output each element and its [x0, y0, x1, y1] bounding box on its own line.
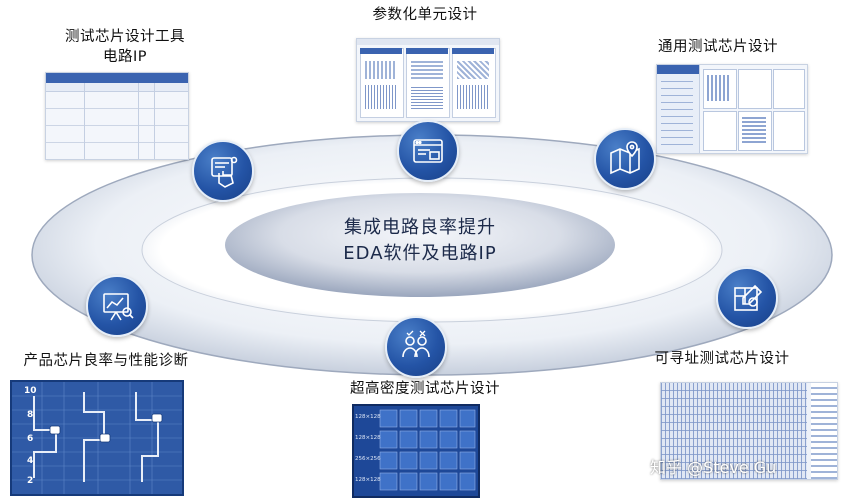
yield-diagnosis-panel: 10 8 6 4 2 — [10, 380, 184, 496]
presentation-chart-icon — [86, 275, 148, 337]
diagnosis-number-4: 2 — [27, 476, 34, 486]
grid-row-label-1: 128×128 — [355, 435, 381, 441]
map-location-icon — [594, 128, 656, 190]
blueprint-design-icon — [716, 267, 778, 329]
watermark-text: 知乎 @Steve Gu — [650, 458, 777, 477]
browser-window-icon — [397, 120, 459, 182]
grid-row-label-3: 128×128 — [355, 477, 381, 483]
label-test-chip-tool-line1: 测试芯片设计工具 — [65, 29, 185, 45]
high-density-grid: 128×128 128×128 256×256 128×128 — [352, 404, 480, 498]
label-high-density: 超高密度测试芯片设计 — [350, 381, 500, 397]
center-title: 集成电路良率提升 — [344, 217, 496, 238]
label-yield-diagnosis: 产品芯片良率与性能诊断 — [23, 353, 189, 369]
label-test-chip-tool-line2: 电路IP — [102, 49, 148, 65]
team-collaboration-icon — [385, 316, 447, 378]
label-parametric-cell: 参数化单元设计 — [372, 7, 478, 23]
label-general-test-chip: 通用测试芯片设计 — [658, 39, 778, 55]
label-addressable: 可寻址测试芯片设计 — [654, 351, 790, 367]
diagnosis-number-0: 10 — [24, 386, 37, 396]
center-subtitle: EDA软件及电路IP — [343, 243, 497, 264]
parametric-cell-screenshot — [356, 38, 500, 122]
grid-row-label-2: 256×256 — [355, 456, 381, 462]
test-chip-tool-screenshot — [45, 72, 189, 160]
core-ellipse — [225, 193, 615, 297]
diagnosis-number-1: 8 — [27, 410, 34, 420]
diagnosis-number-3: 4 — [27, 456, 34, 466]
addressable-chip-screenshot — [660, 382, 838, 480]
general-test-chip-screenshot — [656, 64, 808, 154]
tablet-touch-icon — [192, 140, 254, 202]
grid-row-label-0: 128×128 — [355, 414, 381, 420]
diagnosis-number-2: 6 — [27, 434, 34, 444]
